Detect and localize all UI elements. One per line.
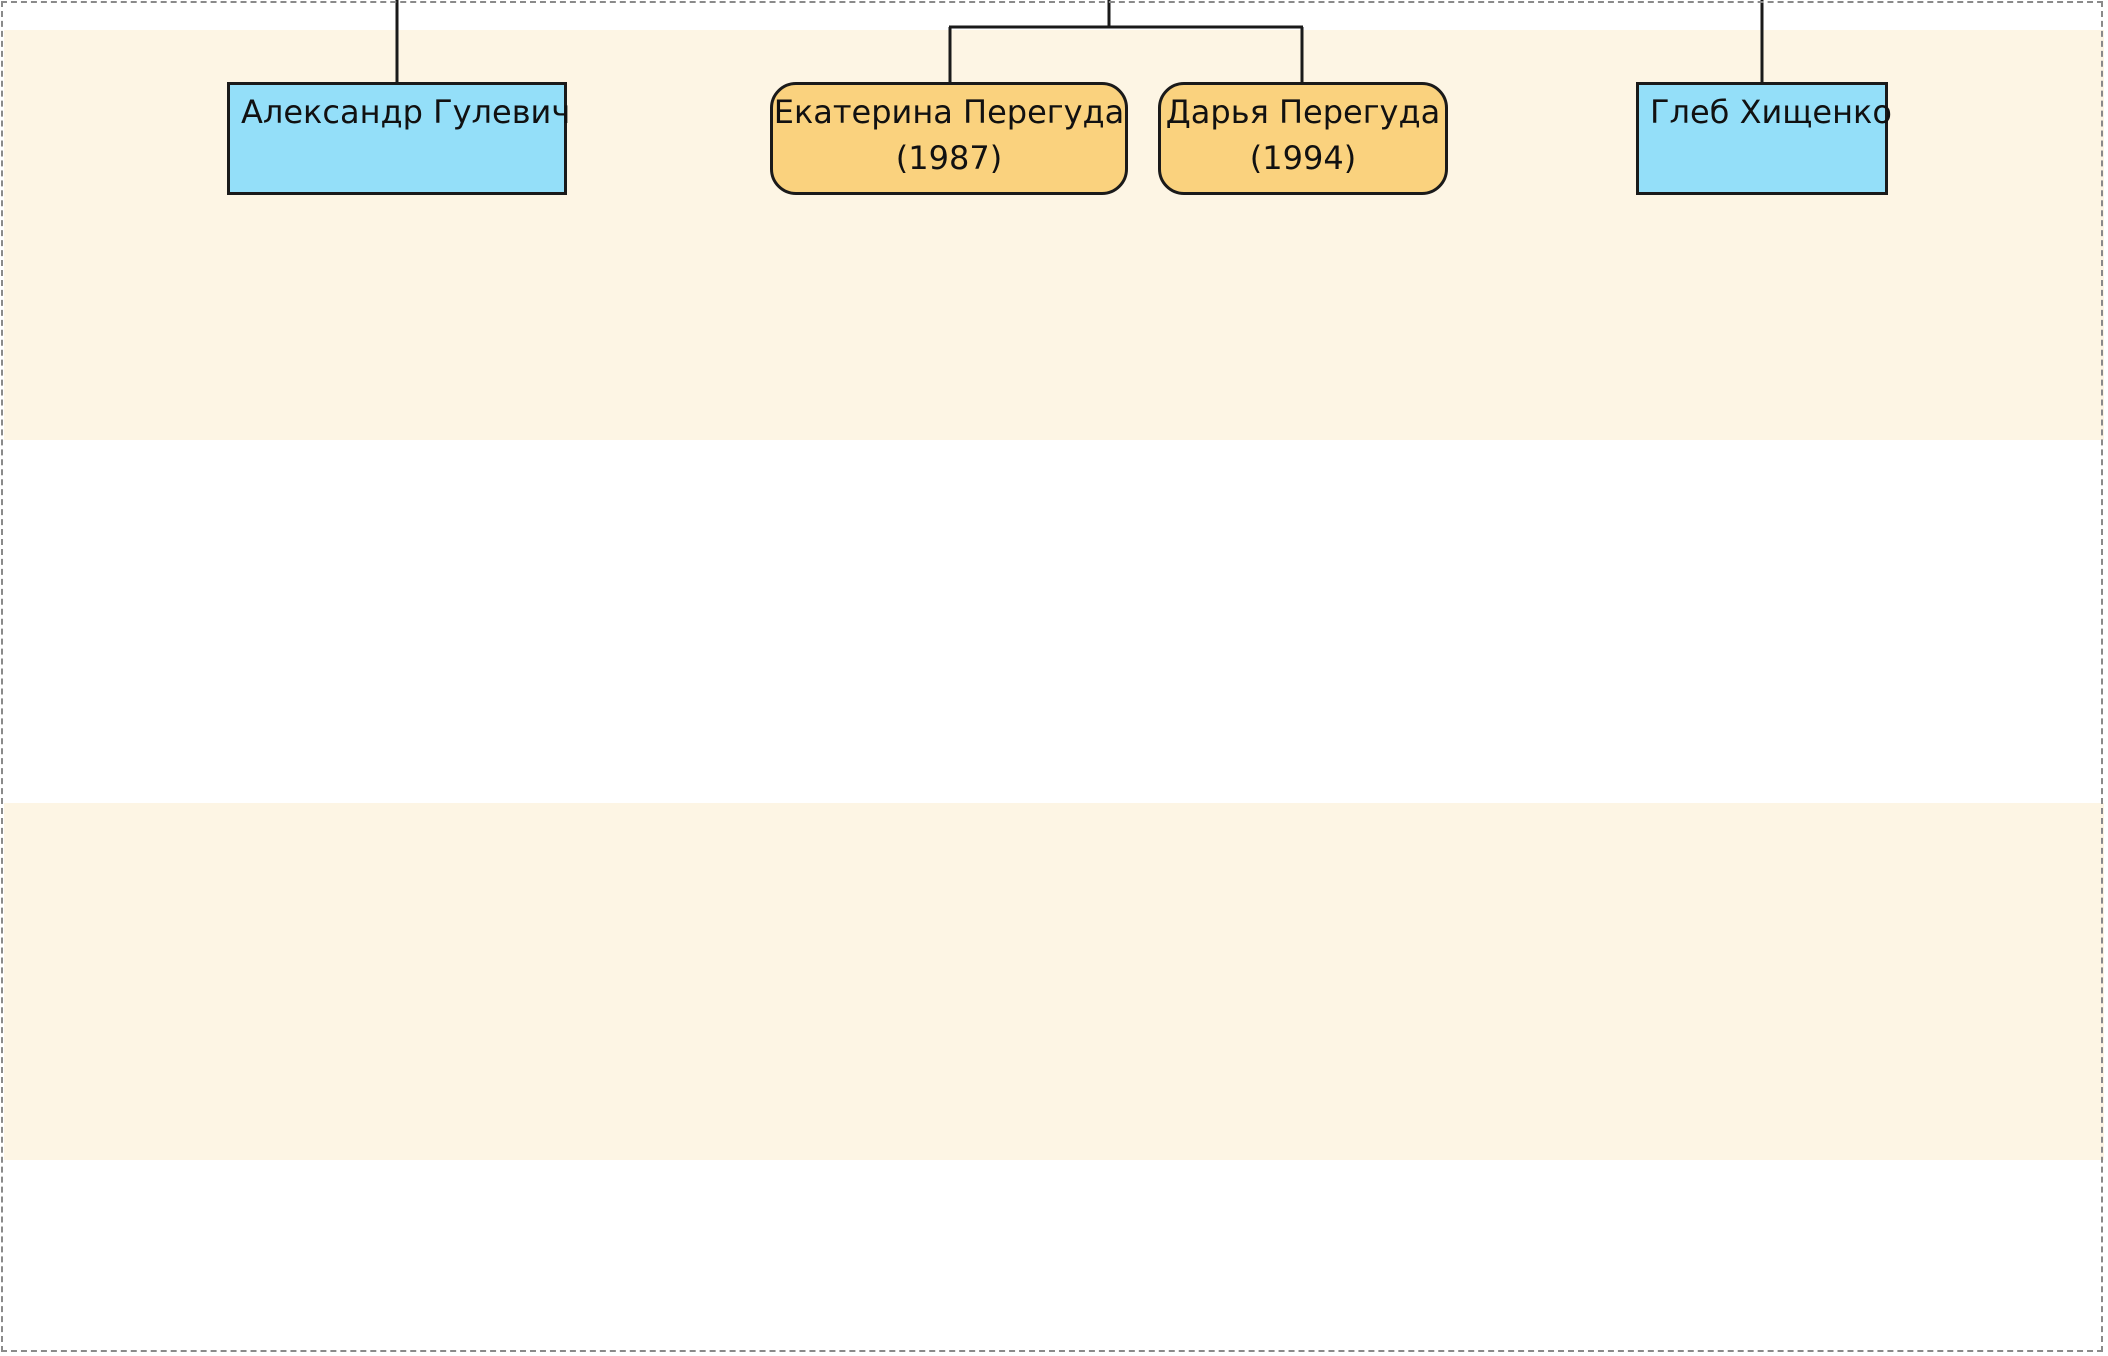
person-name: Александр Гулевич [241,93,571,131]
person-node-darya[interactable]: Дарья Перегуда (1994) [1158,82,1448,195]
birth-year: (1987) [895,139,1003,177]
person-node-aleksandr[interactable]: Александр Гулевич [227,82,571,195]
birth-year: (1994) [1249,139,1357,177]
person-node-gleb[interactable]: Глеб Хищенко [1636,82,1892,195]
generation-band [4,803,2104,1160]
person-node-ekaterina[interactable]: Екатерина Перегуда (1987) [770,82,1128,195]
person-name: Екатерина Перегуда [773,93,1125,131]
person-name: Глеб Хищенко [1650,93,1892,131]
person-name: Дарья Перегуда [1165,93,1441,131]
